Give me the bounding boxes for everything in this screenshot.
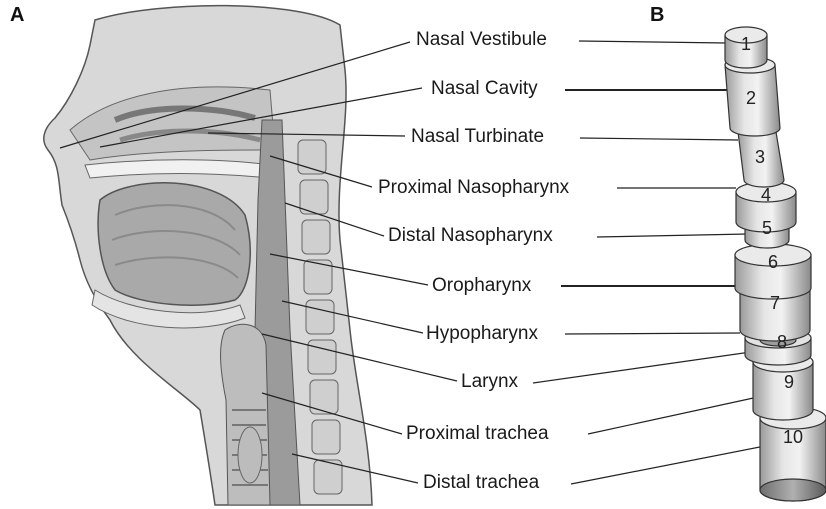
label-proximal-trachea: Proximal trachea: [406, 423, 549, 445]
label-proximal-nasopharynx: Proximal Nasopharynx: [378, 177, 569, 199]
segment-number-8: 8: [777, 332, 787, 352]
segment-number-5: 5: [762, 218, 772, 238]
segment-number-3: 3: [755, 147, 765, 167]
label-nasal-turbinate: Nasal Turbinate: [411, 126, 544, 148]
segment-number-7: 7: [770, 293, 780, 313]
segment-number-9: 9: [784, 372, 794, 392]
segment-number-2: 2: [746, 88, 756, 108]
segment-number-4: 4: [761, 185, 771, 205]
segment-number-10: 10: [783, 427, 803, 447]
label-oropharynx: Oropharynx: [432, 275, 531, 297]
label-nasal-cavity: Nasal Cavity: [431, 78, 538, 100]
label-distal-trachea: Distal trachea: [423, 472, 539, 494]
label-nasal-vestibule: Nasal Vestibule: [416, 29, 547, 51]
label-larynx: Larynx: [461, 371, 518, 393]
segment-number-6: 6: [768, 252, 778, 272]
segment-number-1: 1: [741, 34, 751, 54]
label-distal-nasopharynx: Distal Nasopharynx: [388, 225, 553, 247]
head-sagittal-illustration: [44, 6, 372, 505]
label-hypopharynx: Hypopharynx: [426, 323, 538, 345]
